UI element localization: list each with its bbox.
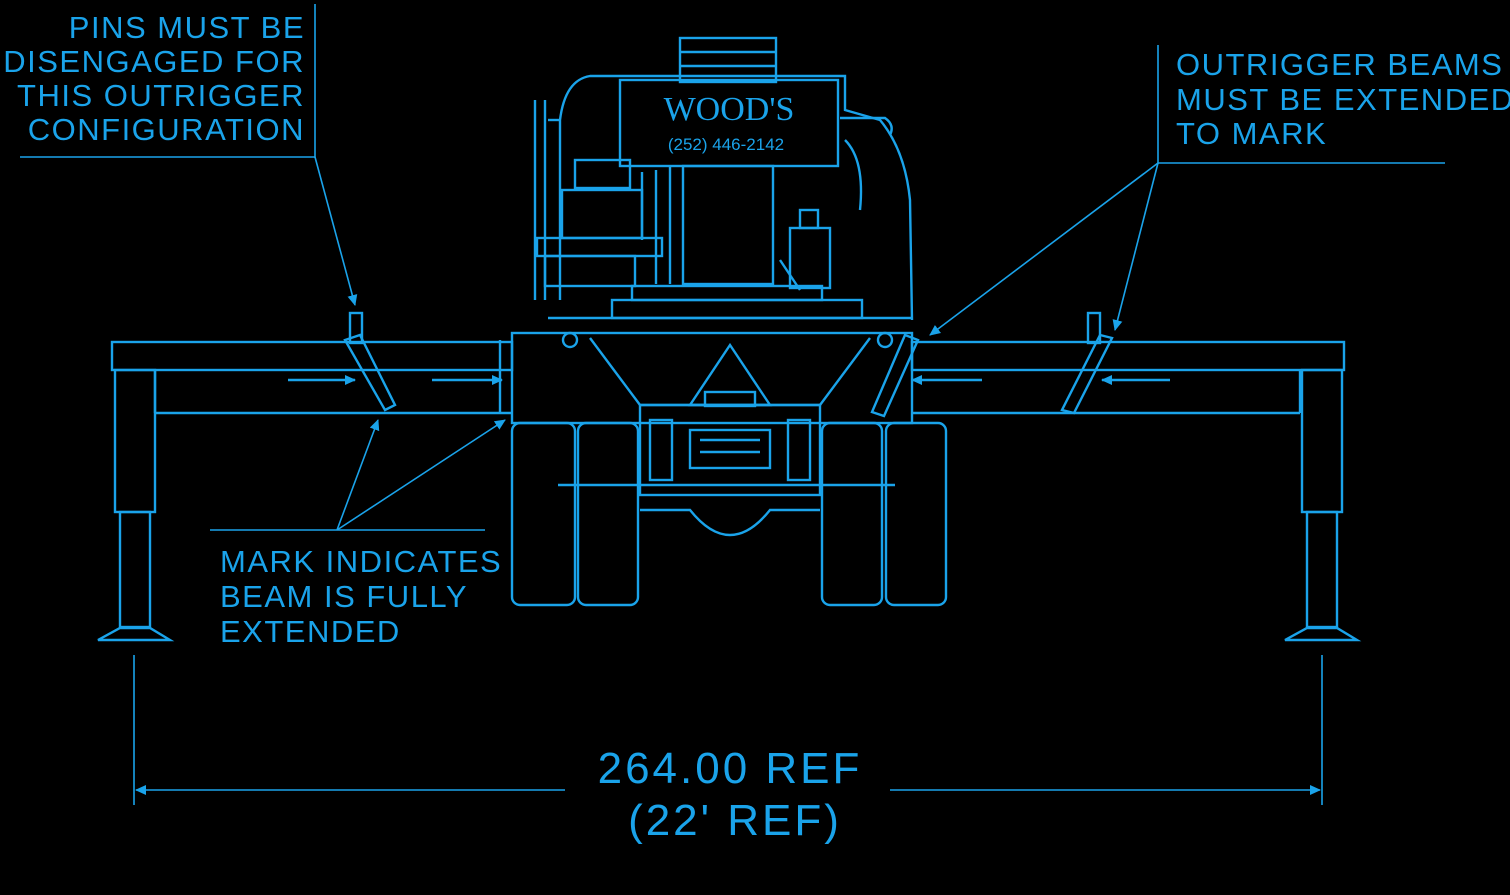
- pins-leader-arrow: [314, 156, 358, 306]
- pins-note-line-4: CONFIGURATION: [28, 112, 305, 147]
- pins-note: PINS MUST BE DISENGAGED FOR THIS OUTRIGG…: [3, 4, 358, 306]
- beams-note-line-1: OUTRIGGER BEAMS: [1176, 47, 1503, 82]
- dimension-secondary: (22' REF): [628, 796, 842, 845]
- mark-note-line-2: BEAM IS FULLY: [220, 579, 468, 614]
- left-outrigger: [97, 311, 514, 642]
- beams-leader-arrow-left: [929, 162, 1159, 336]
- brand-name: WOOD'S: [664, 91, 795, 128]
- beams-note: OUTRIGGER BEAMS MUST BE EXTENDED TO MARK: [929, 45, 1510, 336]
- dimension-primary: 264.00 REF: [598, 744, 863, 793]
- mark-note-line-3: EXTENDED: [220, 614, 401, 649]
- right-outrigger: [870, 311, 1362, 642]
- beams-leader-arrow-right: [1112, 162, 1159, 331]
- pins-note-line-2: DISENGAGED FOR: [3, 44, 305, 79]
- mark-note-line-1: MARK INDICATES: [220, 544, 502, 579]
- mark-leader-arrow-left: [336, 419, 380, 531]
- width-dimension: 264.00 REF (22' REF): [133, 655, 1323, 845]
- mark-note: MARK INDICATES BEAM IS FULLY EXTENDED: [210, 419, 506, 649]
- beams-note-line-3: TO MARK: [1176, 116, 1327, 151]
- machine: WOOD'S (252) 446-2142: [510, 36, 948, 607]
- pins-note-line-3: THIS OUTRIGGER: [17, 78, 305, 113]
- mark-leader-arrow-right: [336, 419, 506, 531]
- brand-phone: (252) 446-2142: [668, 135, 784, 154]
- pins-note-line-1: PINS MUST BE: [69, 10, 305, 45]
- beams-note-line-2: MUST BE EXTENDED: [1176, 82, 1510, 117]
